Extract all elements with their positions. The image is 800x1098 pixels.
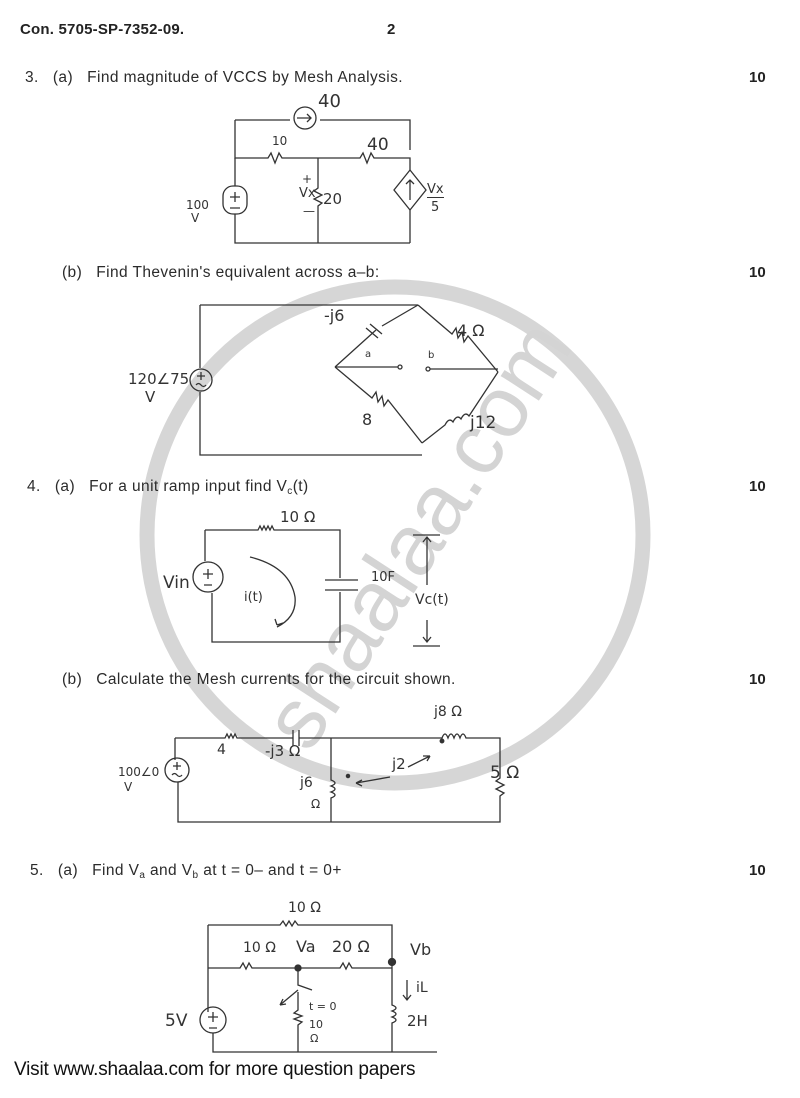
label-source-unit: V xyxy=(124,780,133,794)
page-number: 2 xyxy=(387,21,396,38)
label-inductor2: j6 xyxy=(300,775,313,791)
question-text: Find Thevenin's equivalent across a–b: xyxy=(96,264,380,281)
label-r-right: 5 Ω xyxy=(490,763,520,783)
label-capacitor: 10F xyxy=(371,570,396,585)
label-inductor: j12 xyxy=(470,413,497,433)
label-source: 100∠0 xyxy=(118,765,160,779)
label-r-switch: 10 xyxy=(309,1018,323,1031)
label-r3: 20 xyxy=(323,190,343,208)
circuit-diagram-3a xyxy=(180,88,480,258)
label-inductor2-unit: Ω xyxy=(311,797,321,811)
label-source-unit: V xyxy=(145,388,156,406)
label-capacitor: -j3 Ω xyxy=(265,742,301,760)
question-text: Find magnitude of VCCS by Mesh Analysis. xyxy=(87,69,403,86)
question-part: (a) xyxy=(54,478,76,495)
marks-5a: 10 xyxy=(749,862,766,879)
question-text: For a unit ramp input find Vc(t) xyxy=(89,478,309,497)
circuit-diagram-4a xyxy=(180,505,480,655)
label-r-top: 10 Ω xyxy=(288,900,321,916)
label-resistor: 4 xyxy=(217,742,226,758)
label-current-source: 40 xyxy=(318,91,341,112)
label-voltage-source: 100 xyxy=(186,198,209,212)
label-vccs-num: Vx xyxy=(427,182,444,198)
label-node-b: Vb xyxy=(410,940,432,959)
label-vx-minus: — xyxy=(303,204,315,218)
marks-4a: 10 xyxy=(749,478,766,495)
marks-3a: 10 xyxy=(749,69,766,86)
label-current: i(t) xyxy=(244,590,263,605)
label-node-a: Va xyxy=(296,937,316,956)
question-part: (a) xyxy=(52,69,74,86)
question-part: (b) xyxy=(62,671,83,688)
question-3a: 3. (a) Find magnitude of VCCS by Mesh An… xyxy=(25,69,403,87)
label-source: Vin xyxy=(163,573,190,593)
label-inductor1: j8 Ω xyxy=(434,704,462,720)
label-current: iL xyxy=(416,980,428,996)
label-switch: t = 0 xyxy=(309,1000,337,1013)
label-source: 120∠75 xyxy=(128,370,190,388)
paper-code: Con. 5705-SP-7352-09. xyxy=(20,21,185,38)
question-number: 4. xyxy=(27,478,41,495)
label-r-mid: 20 Ω xyxy=(332,937,370,956)
footer-text: Visit www.shaalaa.com for more question … xyxy=(14,1059,416,1080)
question-3b: (b) Find Thevenin's equivalent across a–… xyxy=(62,264,380,282)
label-r-switch-unit: Ω xyxy=(310,1032,319,1045)
label-r1: 10 xyxy=(272,134,288,148)
question-part: (a) xyxy=(57,862,79,879)
label-voltage-unit: V xyxy=(191,211,200,225)
label-r2: 40 xyxy=(367,135,389,155)
label-r-top: 4 Ω xyxy=(457,321,485,340)
label-inductor: 2H xyxy=(407,1012,428,1030)
label-terminal-a: a xyxy=(365,349,372,360)
label-source: 5V xyxy=(165,1011,188,1031)
circuit-diagram-5a xyxy=(180,890,480,1070)
label-r-left: 10 Ω xyxy=(243,940,276,956)
question-5a: 5. (a) Find Va and Vb at t = 0– and t = … xyxy=(30,862,342,881)
label-output: Vc(t) xyxy=(415,592,449,608)
marks-4b: 10 xyxy=(749,671,766,688)
label-resistor: 10 Ω xyxy=(280,508,316,526)
question-text: Calculate the Mesh currents for the circ… xyxy=(96,671,456,688)
label-mutual: j2 xyxy=(392,755,406,773)
label-vx: Vx xyxy=(299,186,316,201)
question-4b: (b) Calculate the Mesh currents for the … xyxy=(62,671,456,689)
question-number: 5. xyxy=(30,862,44,879)
question-4a: 4. (a) For a unit ramp input find Vc(t) xyxy=(27,478,309,497)
label-vx-plus: + xyxy=(302,172,313,186)
circuit-diagram-4b xyxy=(110,700,530,830)
question-number: 3. xyxy=(25,69,39,86)
marks-3b: 10 xyxy=(749,264,766,281)
label-vccs-den: 5 xyxy=(431,200,440,215)
question-part: (b) xyxy=(62,264,83,281)
label-r-bottom: 8 xyxy=(362,410,373,429)
label-terminal-b: b xyxy=(428,350,435,361)
question-text: Find Va and Vb at t = 0– and t = 0+ xyxy=(92,862,342,881)
label-capacitor: -j6 xyxy=(324,306,345,325)
circuit-diagram-3b xyxy=(120,290,540,470)
